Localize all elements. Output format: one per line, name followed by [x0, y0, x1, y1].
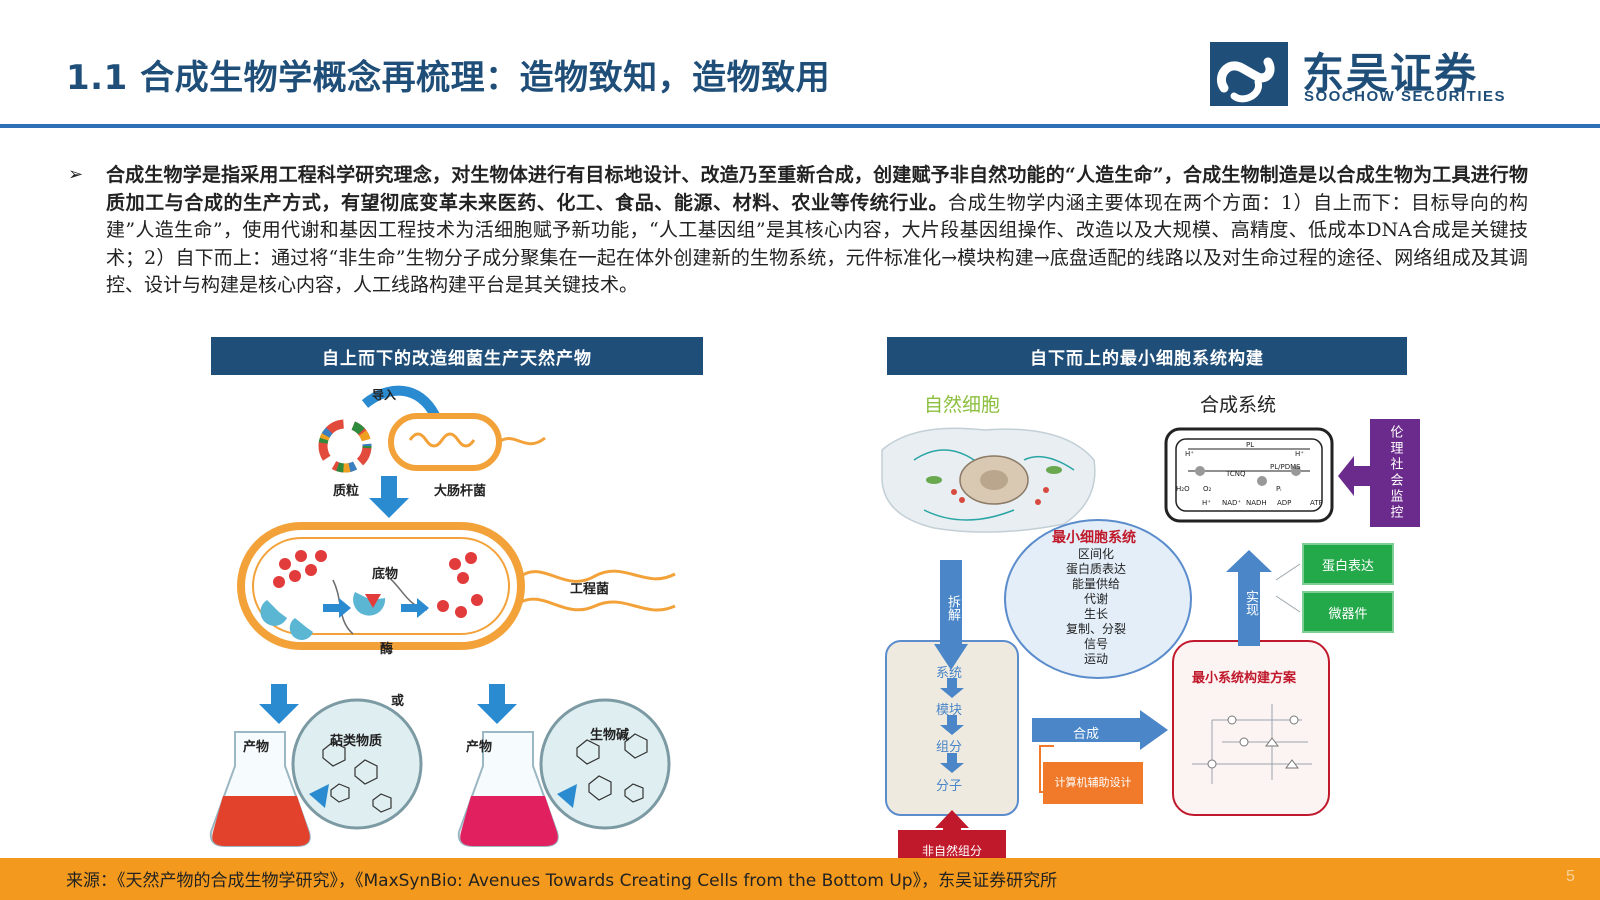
circuit-label-pl-pdms: PL/PDMS [1270, 463, 1301, 471]
realize-label: 实现 [1243, 590, 1258, 616]
import-arrow-icon [361, 385, 442, 423]
minimal-cell-item: 区间化 [1078, 547, 1115, 561]
hierarchy-level: 系统 [936, 666, 963, 681]
circuit-label-h-1: H⁺ [1185, 450, 1194, 458]
circuit-label-pl: PL [1246, 441, 1255, 449]
minimal-cell-item: 信号 [1084, 637, 1109, 651]
circuit-label-nadh: NADH [1246, 499, 1267, 507]
disassemble-arrow-icon [934, 560, 968, 670]
engineered-bacteria-illustration [209, 385, 676, 847]
soochow-logo-icon [1210, 42, 1288, 106]
circuit-label-nad: NAD⁺ [1222, 499, 1242, 507]
synthesis-arrow-icon [1032, 710, 1168, 750]
flask-alkaloid-icon [457, 731, 559, 847]
paragraph-text: 合成生物学是指采用工程科学研究理念，对生物体进行有目标地设计、改造乃至重新合成，… [106, 162, 1528, 300]
terpene-structure-icon [291, 698, 423, 830]
right-panel-title: 自下而上的最小细胞系统构建 [887, 337, 1407, 375]
import-label: 导入 [372, 388, 397, 402]
terpene-label: 萜类物质 [330, 734, 383, 749]
intro-paragraph: ➢ 合成生物学是指采用工程科学研究理念，对生物体进行有目标地设计、改造乃至重新合… [68, 162, 1528, 300]
synthetic-circuit-diagram [1164, 427, 1334, 523]
natural-cell-label: 自然细胞 [924, 394, 1001, 416]
minimal-system-plan-label: 最小系统构建方案 [1192, 671, 1297, 686]
realize-connector-icon [1275, 563, 1301, 613]
plasmid-label: 质粒 [333, 484, 360, 499]
circuit-label-atp: ATP [1310, 499, 1323, 507]
engineered-strain-label: 工程菌 [570, 582, 610, 597]
hierarchy-level: 组分 [936, 740, 963, 755]
logo-english-name: SOOCHOW SECURITIES [1304, 88, 1507, 105]
circuit-label-pi: Pᵢ [1276, 485, 1282, 493]
bullet-arrow-icon: ➢ [68, 164, 84, 185]
circuit-label-h2o: H₂O [1176, 485, 1190, 493]
minimal-cell-item: 复制、分裂 [1066, 622, 1127, 636]
substrate-label: 底物 [372, 567, 399, 582]
page-number: 5 [1566, 868, 1575, 885]
paragraph-normal-text: 合成生物学内涵主要体现在两个方面：1）自上而下：目标导向的构建”人造生命”，使用… [106, 191, 1528, 297]
alkaloid-structure-icon [539, 698, 671, 830]
header-divider [0, 124, 1600, 128]
hierarchy-level: 模块 [936, 703, 963, 718]
ethics-arrow-icon [1338, 456, 1374, 496]
synthesis-label: 合成 [1073, 727, 1100, 742]
cad-box: 计算机辅助设计 [1043, 762, 1143, 804]
circuit-label-h-3: H⁺ [1202, 499, 1211, 507]
micro-device-box: 微器件 [1302, 591, 1394, 633]
logo-chinese-name: 东吴证券 [1302, 49, 1479, 98]
minimal-cell-item: 运动 [1084, 652, 1109, 666]
circuit-label-adp: ADP [1277, 499, 1292, 507]
plasmid-icon [318, 419, 372, 473]
engineered-cell-icon [237, 522, 676, 650]
footer-bar: 来源：《天然产物的合成生物学研究》，《MaxSynBio: Avenues To… [0, 858, 1600, 900]
source-note: 来源：《天然产物的合成生物学研究》，《MaxSynBio: Avenues To… [66, 871, 1058, 891]
circuit-label-tcnq: TCNQ [1226, 470, 1246, 478]
or-label: 或 [391, 694, 405, 709]
disassemble-label: 拆解 [945, 595, 960, 621]
down-arrow-icon [369, 476, 409, 518]
product-label-left: 产物 [243, 740, 270, 755]
enzyme-label: 酶 [380, 642, 394, 657]
realize-arrow-icon [1226, 550, 1272, 646]
minimal-cell-title: 最小细胞系统 [1052, 530, 1136, 546]
plan-circuit-icon [1192, 704, 1312, 784]
company-logo: 东吴证券 SOOCHOW SECURITIES [1210, 40, 1505, 108]
product-label-right: 产物 [466, 740, 493, 755]
circuit-label-h-2: H⁺ [1295, 450, 1304, 458]
minimal-cell-item: 蛋白质表达 [1066, 562, 1127, 576]
ecoli-icon [388, 413, 546, 471]
hierarchy-level: 分子 [936, 779, 963, 794]
minimal-cell-item: 生长 [1084, 607, 1109, 621]
synthetic-system-label: 合成系统 [1200, 394, 1277, 416]
minimal-cell-item: 能量供给 [1072, 577, 1121, 591]
paragraph-bold-text: 合成生物学是指采用工程科学研究理念，对生物体进行有目标地设计、改造乃至重新合成，… [106, 164, 1528, 214]
minimal-cell-ellipse [1004, 519, 1192, 679]
circuit-label-o2: O₂ [1203, 485, 1212, 493]
protein-expression-box: 蛋白表达 [1302, 543, 1394, 585]
non-natural-arrow-icon [935, 810, 969, 832]
ethics-monitor-box: 伦理社会监控 [1370, 419, 1420, 527]
natural-cell-image [881, 427, 1096, 533]
minimal-system-plan-box [1172, 640, 1330, 816]
ecoli-label: 大肠杆菌 [434, 484, 487, 499]
page-title: 1.1 合成生物学概念再梳理：造物致知，造物致用 [66, 58, 831, 98]
flask-terpene-icon [209, 731, 311, 847]
hierarchy-arrows-icon [940, 678, 964, 773]
left-panel-title: 自上而下的改造细菌生产天然产物 [211, 337, 703, 375]
alkaloid-label: 生物碱 [590, 728, 630, 743]
minimal-cell-item: 代谢 [1084, 592, 1109, 606]
